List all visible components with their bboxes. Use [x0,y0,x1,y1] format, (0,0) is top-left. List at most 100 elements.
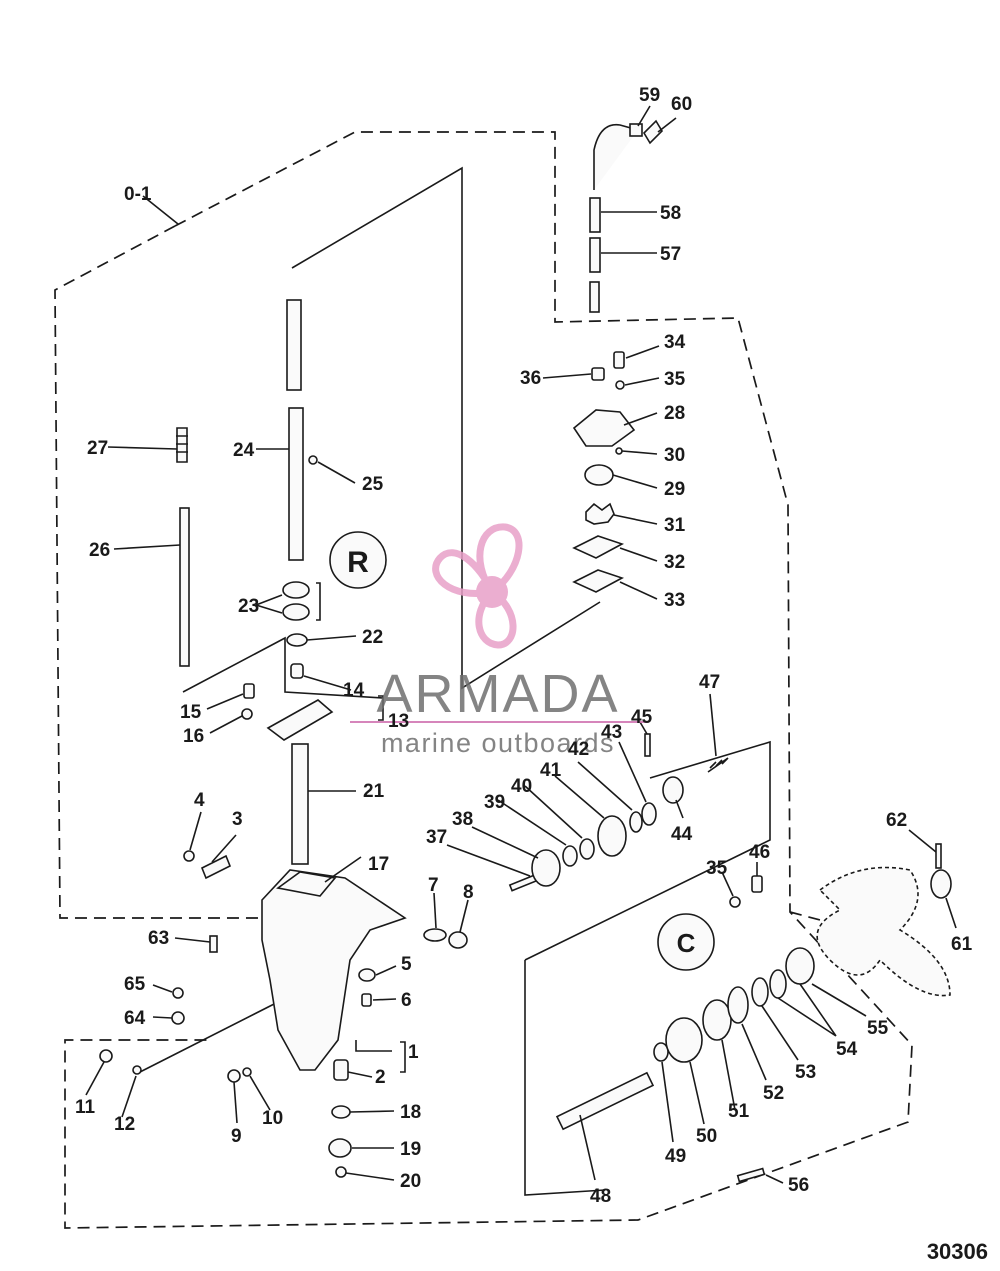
bearing-51 [702,999,732,1041]
callout-3: 3 [232,809,243,830]
screw-9 [227,1069,241,1083]
alignment-lines [139,166,771,1196]
washer-18 [331,1105,351,1119]
callout-10: 10 [262,1108,283,1129]
water-tube-58 [589,197,601,233]
gear-50 [665,1017,703,1063]
callout-34: 34 [664,332,686,353]
tube-21 [291,743,309,865]
nut-36 [591,367,605,381]
inset-circle-c [657,913,715,971]
driveshaft-alignment-line [291,166,601,690]
callout-13: 13 [388,711,409,732]
seal-60 [642,119,664,145]
callout-41: 41 [540,760,562,781]
callout-56: 56 [788,1175,809,1196]
propshaft-48 [555,1071,655,1131]
brand-logo: ARMADA marine outboards [350,523,648,758]
callout-6: 6 [401,990,412,1011]
callout-23: 23 [238,596,259,617]
callout-60: 60 [671,94,692,115]
leader-11-12-line [139,999,283,1073]
callout-55: 55 [867,1018,889,1039]
callout-52: 52 [763,1083,784,1104]
callout-16: 16 [183,726,204,747]
callout-9: 9 [231,1126,242,1147]
callout-7: 7 [428,875,439,896]
seal-54 [769,969,787,999]
washer-35-lower [729,896,741,908]
washer-40 [579,838,595,860]
propeller-boundary [789,911,821,921]
callout-48: 48 [590,1186,611,1207]
callout-45: 45 [631,707,653,728]
washer-65 [172,987,184,999]
gear-41 [597,815,627,857]
callout-14: 14 [343,680,365,701]
cap-55 [785,947,815,985]
housing-gasket-17 [276,871,337,897]
driveshaft-24 [288,407,304,561]
washer-35-pump [615,380,625,390]
carrier-52 [727,986,749,1024]
callout-2: 2 [375,1067,386,1088]
callout-36: 36 [520,368,541,389]
callout-62: 62 [886,810,907,831]
spring-47 [707,757,729,773]
bearing-38 [531,849,561,887]
callout-22: 22 [362,627,383,648]
plate-33 [572,569,625,593]
callout-59: 59 [639,85,660,106]
callout-49: 49 [665,1146,686,1167]
callout-58: 58 [660,203,681,224]
callout-8: 8 [463,882,474,903]
water-tube-57 [589,237,601,273]
seal-53 [751,977,769,1007]
washer-10 [242,1067,252,1077]
washer-22 [286,633,308,647]
callout-11: 11 [75,1097,96,1118]
screw-46 [751,875,763,893]
callout-38: 38 [452,809,473,830]
drawing-number: 30306 [926,1239,988,1264]
callout-42: 42 [568,739,589,760]
seal-23-upper [282,581,310,599]
callout-46: 46 [749,842,770,863]
callout-35-lower: 35 [706,858,728,879]
callout-19: 19 [400,1139,421,1160]
spring-27 [176,427,188,463]
cotter-62 [935,843,942,869]
screw-11 [99,1049,113,1063]
gasket-32 [572,535,625,559]
logo-hub-icon [476,576,508,608]
shift-rod-alignment-line [182,636,384,699]
cap-8 [448,931,468,949]
propeller [816,866,951,997]
callout-37: 37 [426,827,447,848]
nut-20 [335,1166,347,1178]
pin-25 [308,455,318,465]
callout-40: 40 [511,776,532,797]
callout-labels: 0-1 1 2 3 4 5 6 7 8 9 10 11 12 13 14 15 … [75,85,973,1207]
gear-housing [261,869,407,1071]
bushing-plate-13 [266,699,334,741]
driveshaft-upper [286,299,302,391]
screw-64 [171,1011,185,1025]
callout-64: 64 [124,1008,146,1029]
callout-29: 29 [664,479,685,500]
leader-1-bracket [400,1041,406,1073]
washer-43 [641,802,657,826]
callout-65: 65 [124,974,146,995]
screw-4 [183,850,195,862]
callout-43: 43 [601,722,622,743]
inset-letter-c: C [677,928,696,958]
inset-letter-r: R [347,546,369,579]
callout-17: 17 [368,854,389,875]
callout-24: 24 [233,440,255,461]
pin-45 [644,733,651,757]
pinion-gear-19 [328,1138,352,1158]
pin-56 [736,1167,766,1183]
screw-15 [243,683,255,699]
screw-6 [361,993,372,1007]
